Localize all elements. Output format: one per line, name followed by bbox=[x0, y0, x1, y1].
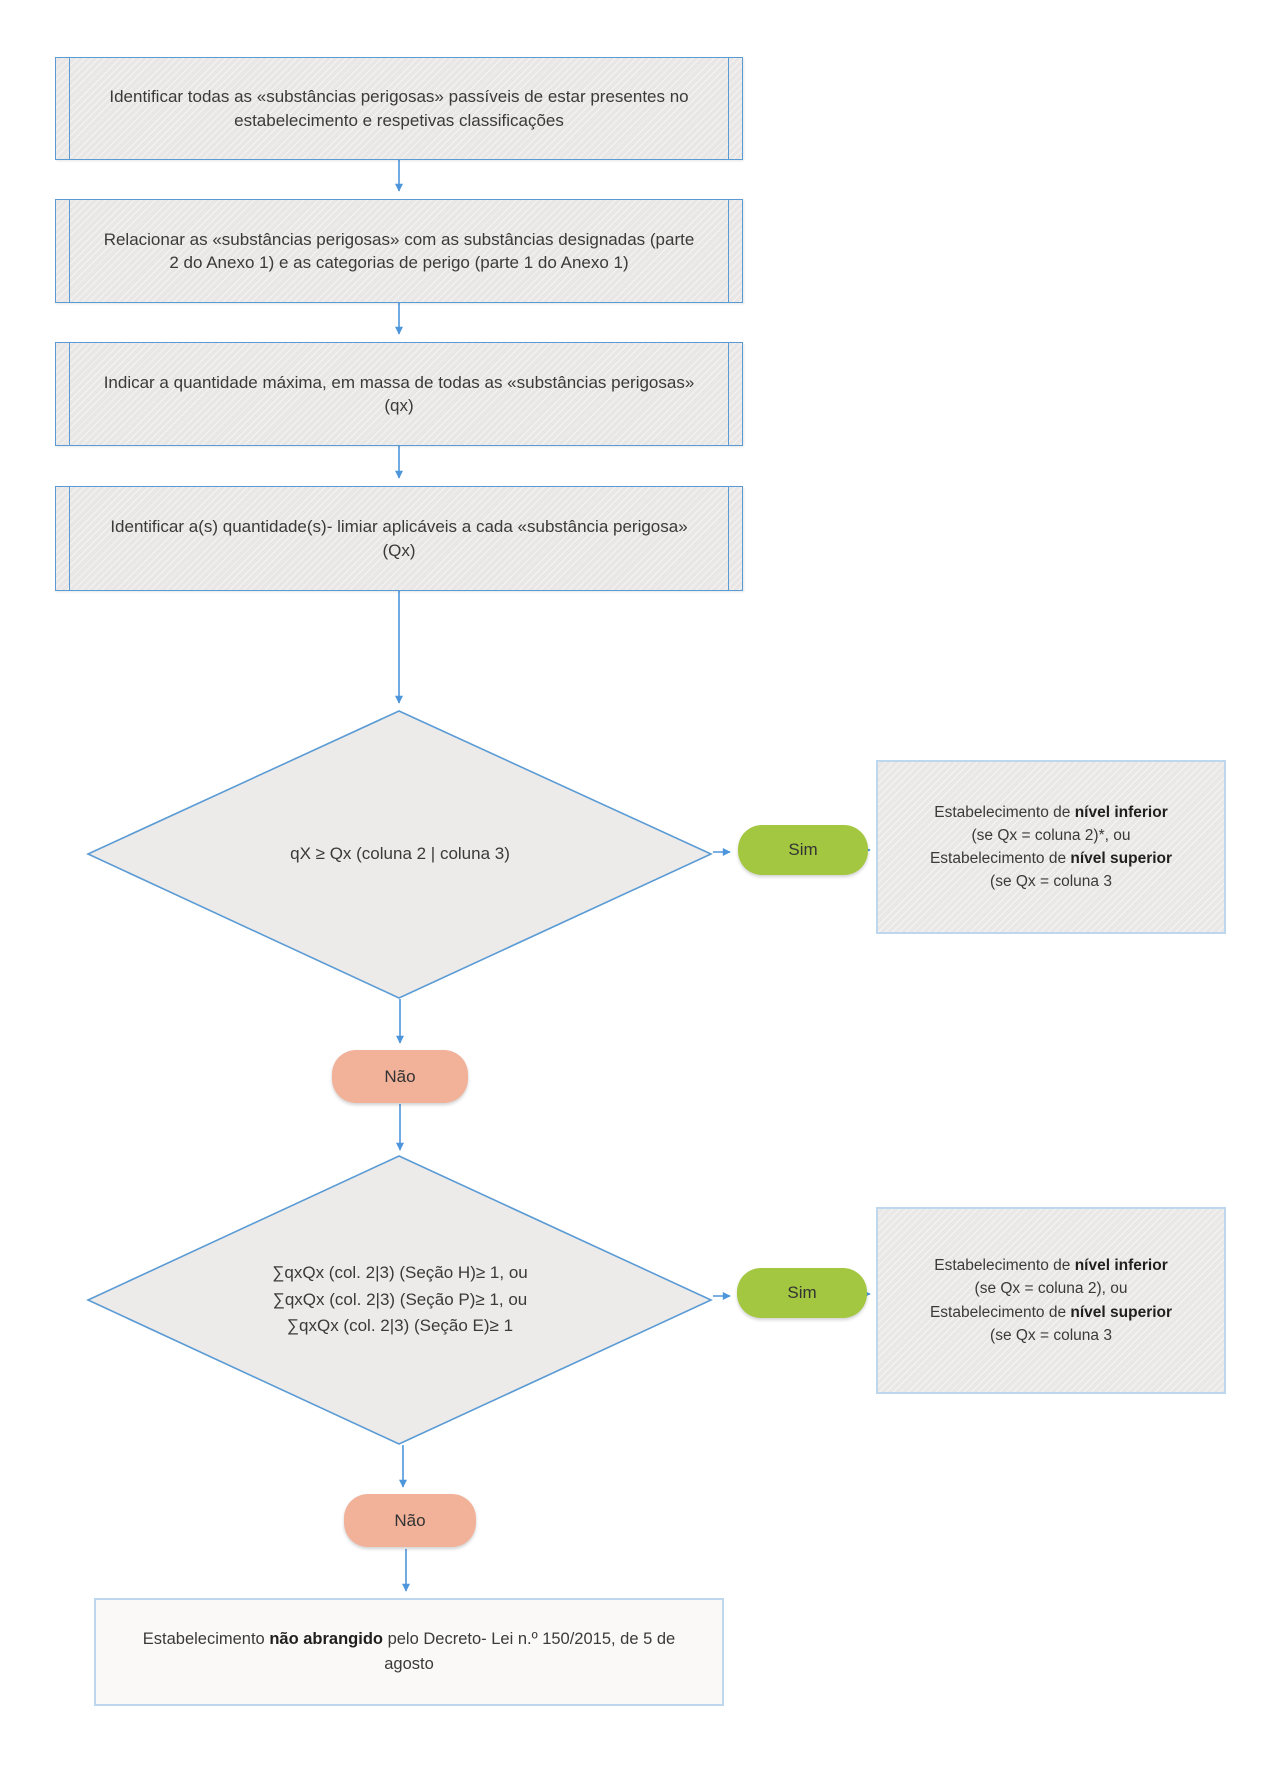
decision2-diamond bbox=[86, 1155, 713, 1445]
decision1-text: qX ≥ Qx (coluna 2 | coluna 3) bbox=[150, 828, 650, 880]
decision2-text: ∑qxQx (col. 2|3) (Seção H)≥ 1, ou ∑qxQx … bbox=[130, 1254, 670, 1346]
no-label-2-text: Não bbox=[394, 1510, 426, 1530]
step-2-text: Relacionar as «substâncias perigosas» co… bbox=[103, 229, 695, 272]
outcome2-line2: (se Qx = coluna 2), ou bbox=[974, 1280, 1128, 1298]
step-4-text: Identificar a(s) quantidade(s)- limiar a… bbox=[110, 517, 688, 560]
step-3-text: Indicar a quantidade máxima, em massa de… bbox=[103, 372, 695, 415]
yes-label-1-text: Sim bbox=[788, 840, 818, 859]
outcome2-line1: Estabelecimento de nível inferior bbox=[934, 1254, 1167, 1277]
step-3-box: Indicar a quantidade máxima, em massa de… bbox=[55, 342, 743, 446]
outcome2-line1-bold: nível inferior bbox=[1074, 1257, 1168, 1274]
step-2-box: Relacionar as «substâncias perigosas» co… bbox=[55, 199, 743, 303]
outcome1-line3: Estabelecimento de nível superior bbox=[930, 847, 1172, 870]
yes-label-2-text: Sim bbox=[787, 1283, 817, 1302]
outcome2-line3: Estabelecimento de nível superior bbox=[930, 1301, 1172, 1324]
final-text-normal-1: Estabelecimento bbox=[142, 1630, 270, 1649]
decision2-condition-e: ∑qxQx (col. 2|3) (Seção E)≥ 1 bbox=[286, 1316, 514, 1336]
final-outcome-text: Estabelecimento não abrangido pelo Decre… bbox=[124, 1627, 694, 1677]
outcome-box-1: Estabelecimento de nível inferior (se Qx… bbox=[876, 760, 1226, 934]
final-outcome-box: Estabelecimento não abrangido pelo Decre… bbox=[94, 1598, 724, 1706]
outcome1-line1: Estabelecimento de nível inferior bbox=[934, 801, 1167, 824]
outcome2-line3-bold: nível superior bbox=[1070, 1303, 1173, 1321]
outcome1-line2: (se Qx = coluna 2)*, ou bbox=[971, 826, 1131, 844]
final-text-bold: não abrangido bbox=[269, 1630, 383, 1649]
decision1-diamond bbox=[86, 710, 713, 999]
outcome1-line1-bold: nível inferior bbox=[1074, 803, 1168, 821]
no-label-1: Não bbox=[332, 1050, 468, 1103]
outcome1-line4: (se Qx = coluna 3 bbox=[990, 873, 1112, 891]
outcome2-line3-normal: Estabelecimento de bbox=[929, 1303, 1071, 1321]
outcome2-line4: (se Qx = coluna 3 bbox=[990, 1326, 1112, 1344]
final-text-normal-2: pelo Decreto- Lei n.º 150/2015, de 5 de … bbox=[383, 1630, 676, 1673]
outcome-box-2: Estabelecimento de nível inferior (se Qx… bbox=[876, 1207, 1226, 1394]
outcome2-line1-normal: Estabelecimento de bbox=[934, 1257, 1075, 1274]
outcome1-line1-normal: Estabelecimento de bbox=[934, 803, 1075, 821]
outcome1-line3-normal: Estabelecimento de bbox=[929, 850, 1071, 867]
step-1-text: Identificar todas as «substâncias perigo… bbox=[109, 87, 689, 130]
yes-label-2: Sim bbox=[737, 1268, 867, 1318]
outcome1-line3-bold: nível superior bbox=[1070, 850, 1173, 867]
no-label-2: Não bbox=[344, 1494, 476, 1547]
step-4-box: Identificar a(s) quantidade(s)- limiar a… bbox=[55, 486, 743, 591]
step-1-box: Identificar todas as «substâncias perigo… bbox=[55, 57, 743, 160]
decision2-condition-h: ∑qxQx (col. 2|3) (Seção H)≥ 1, ou bbox=[272, 1263, 528, 1283]
decision2-condition-p: ∑qxQx (col. 2|3) (Seção P)≥ 1, ou bbox=[272, 1289, 528, 1309]
no-label-1-text: Não bbox=[384, 1066, 416, 1086]
decision1-condition: qX ≥ Qx (coluna 2 | coluna 3) bbox=[290, 843, 510, 863]
yes-label-1: Sim bbox=[738, 825, 868, 875]
